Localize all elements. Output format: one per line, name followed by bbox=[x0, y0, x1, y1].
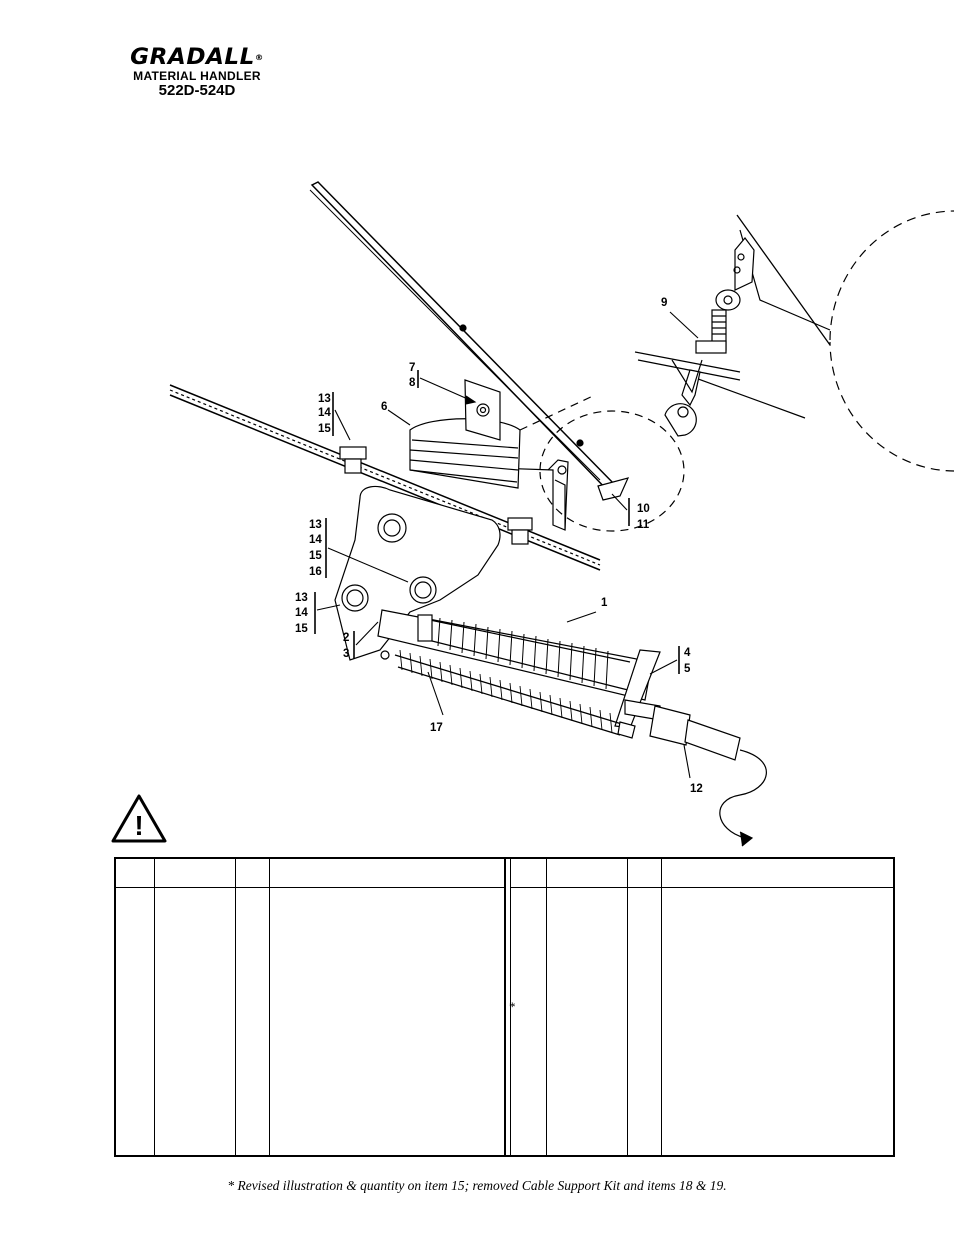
left-col-divider-1 bbox=[154, 859, 155, 1155]
right-col-divider-1 bbox=[546, 859, 547, 1155]
brand-text: GRADALL bbox=[130, 45, 255, 70]
parts-illustration: 1 2 3 4 5 6 7 8 9 10 11 12 17 13 14 15 1… bbox=[169, 181, 954, 847]
logo-brand: GRADALL® bbox=[108, 46, 287, 70]
callout-group-mid-14: 14 bbox=[309, 534, 322, 546]
parts-table-right bbox=[510, 859, 893, 1155]
callout-group-top-14: 14 bbox=[318, 407, 331, 419]
callout-group-low-14: 14 bbox=[295, 607, 308, 619]
callout-11: 11 bbox=[637, 519, 650, 531]
callout-5: 5 bbox=[684, 663, 691, 675]
callout-7: 7 bbox=[409, 362, 415, 374]
callout-10: 10 bbox=[637, 503, 650, 515]
callout-1: 1 bbox=[601, 597, 608, 609]
parts-table-center-divider bbox=[504, 859, 511, 1155]
revision-footnote: * Revised illustration & quantity on ite… bbox=[227, 1178, 727, 1193]
parts-table-left-header bbox=[116, 859, 504, 888]
callout-group-top-15: 15 bbox=[318, 423, 331, 435]
callout-9: 9 bbox=[661, 297, 667, 309]
callout-group-mid-16: 16 bbox=[309, 566, 322, 578]
logo-subtitle: MATERIAL HANDLER bbox=[133, 69, 261, 83]
warning-exclamation: ! bbox=[134, 810, 143, 841]
registered-mark: ® bbox=[254, 53, 264, 62]
parts-table-right-header bbox=[510, 859, 893, 888]
callout-4: 4 bbox=[684, 647, 691, 659]
callout-group-mid-15: 15 bbox=[309, 550, 322, 562]
callout-group-low-15: 15 bbox=[295, 623, 308, 635]
callout-6: 6 bbox=[381, 401, 387, 413]
parts-table: * bbox=[114, 857, 895, 1157]
parts-table-left bbox=[116, 859, 504, 1155]
callout-12: 12 bbox=[690, 783, 703, 795]
left-col-divider-3 bbox=[269, 859, 270, 1155]
gradall-logo: GRADALL® MATERIAL HANDLER 522D-524D bbox=[112, 46, 282, 100]
callout-group-top-13: 13 bbox=[318, 393, 331, 405]
model-number: 522D-524D bbox=[158, 82, 236, 99]
callout-2: 2 bbox=[343, 632, 349, 644]
revision-asterisk: * bbox=[509, 999, 516, 1014]
warning-triangle-icon: ! bbox=[111, 794, 167, 843]
left-col-divider-2 bbox=[235, 859, 236, 1155]
callout-3: 3 bbox=[343, 648, 349, 660]
right-col-divider-2 bbox=[627, 859, 628, 1155]
callout-group-low-13: 13 bbox=[295, 592, 308, 604]
callout-group-mid-13: 13 bbox=[309, 519, 322, 531]
callout-8: 8 bbox=[409, 377, 416, 389]
callout-17: 17 bbox=[430, 722, 443, 734]
right-col-divider-3 bbox=[661, 859, 662, 1155]
